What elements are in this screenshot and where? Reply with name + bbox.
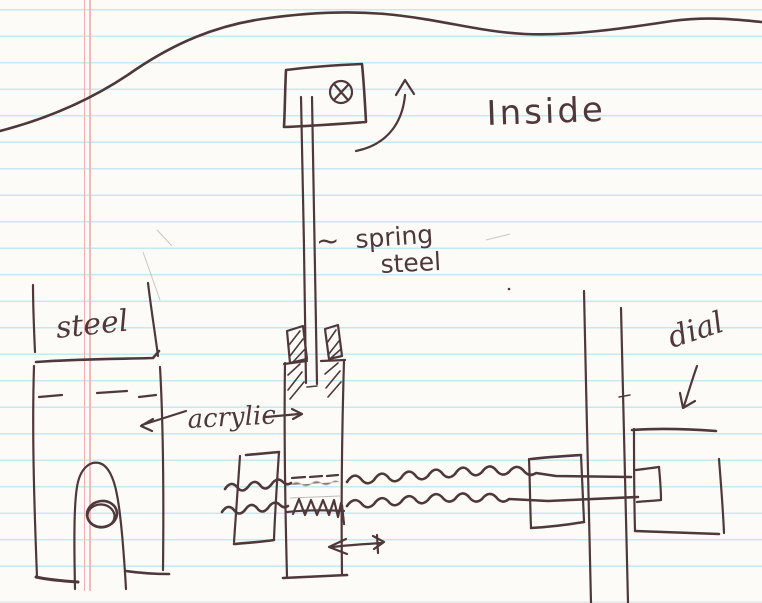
center-acrylic-column — [281, 358, 349, 580]
stray-marks — [142, 229, 631, 398]
page-bottom-edge — [0, 601, 762, 603]
rotation-arrow — [354, 78, 416, 153]
spring-steel-line1: spring — [354, 220, 434, 254]
label-spring-steel: ~ spring steel — [316, 220, 442, 279]
margin-line — [83, 0, 86, 591]
spring-steel-tilde: ~ — [316, 224, 339, 257]
dial-inner-box — [634, 465, 663, 504]
top-mount-block — [282, 62, 368, 129]
horizon-line — [0, 11, 762, 133]
right-small-block — [527, 453, 586, 530]
dial-pointer-arrow — [678, 364, 699, 410]
spring-steel-line2: steel — [380, 247, 442, 279]
wavy-wires-right — [345, 465, 640, 509]
left-acrylic-column — [32, 364, 171, 591]
wavy-wires-left — [220, 478, 293, 515]
motion-arrow — [327, 533, 386, 556]
left-small-block — [232, 450, 281, 546]
clamp-jaws — [282, 323, 347, 400]
label-acrylic: acrylic — [187, 400, 277, 435]
margin-line — [89, 0, 91, 591]
label-inside: Inside — [486, 90, 607, 134]
left-steel-block — [31, 281, 161, 364]
wall-lines — [582, 289, 630, 603]
coil-spring — [291, 497, 346, 526]
circled-cross-icon — [328, 79, 354, 105]
spring-steel-strip — [299, 95, 319, 386]
dial-assembly — [630, 427, 726, 536]
label-steel: steel — [54, 304, 130, 346]
label-dial: dial — [664, 305, 728, 356]
hole-circle — [85, 499, 119, 529]
acrylic-pointer-arrows — [139, 407, 304, 433]
